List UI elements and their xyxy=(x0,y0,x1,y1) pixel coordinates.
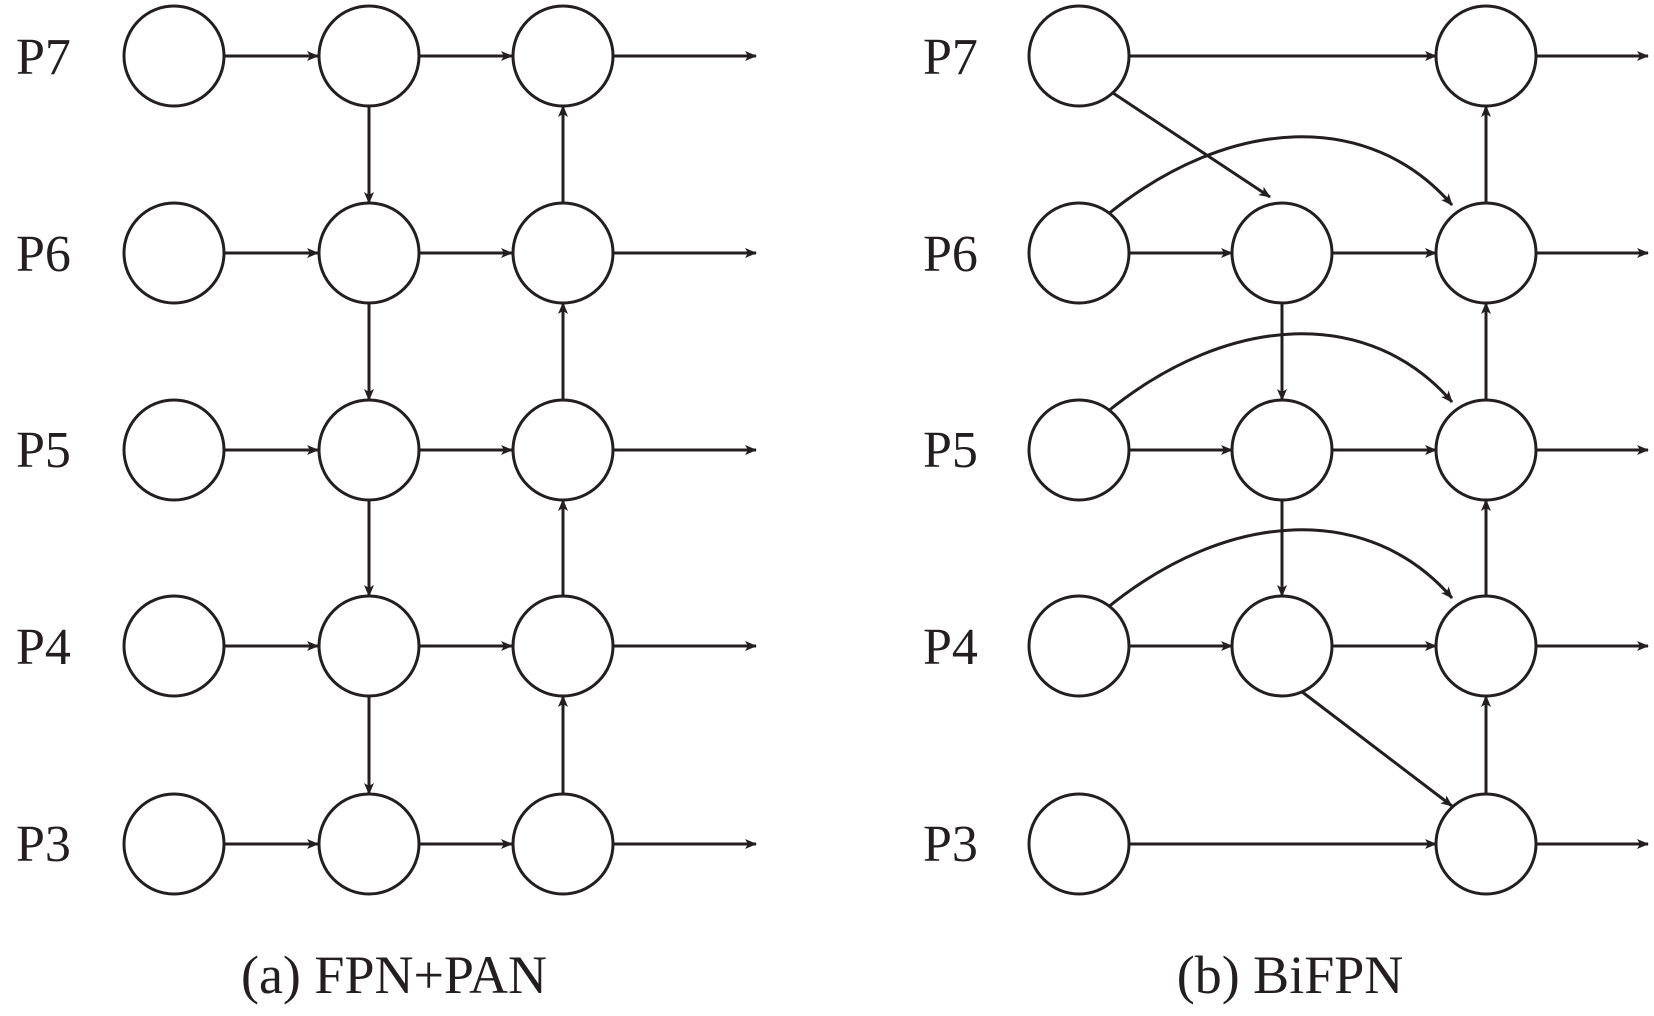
edge xyxy=(1296,686,1453,808)
level-label-p7: P7 xyxy=(16,29,71,86)
node xyxy=(122,792,226,896)
node xyxy=(1027,4,1131,108)
node xyxy=(511,398,615,502)
edge xyxy=(1106,332,1454,414)
node xyxy=(317,594,421,698)
node xyxy=(511,201,615,305)
node xyxy=(511,594,615,698)
node xyxy=(122,398,226,502)
node xyxy=(1434,201,1538,305)
edge xyxy=(1106,135,1454,217)
node xyxy=(1027,398,1131,502)
node xyxy=(1027,792,1131,896)
level-label-p5: P5 xyxy=(16,422,71,479)
level-label-p6: P6 xyxy=(16,226,71,283)
level-label-p7: P7 xyxy=(923,29,978,86)
node xyxy=(1230,594,1334,698)
node xyxy=(511,4,615,108)
node xyxy=(122,4,226,108)
bifpn-edges xyxy=(1106,51,1649,849)
node xyxy=(1434,792,1538,896)
level-label-p4: P4 xyxy=(16,619,71,676)
node xyxy=(317,398,421,502)
node xyxy=(317,792,421,896)
node xyxy=(1027,594,1131,698)
node xyxy=(122,594,226,698)
node xyxy=(1027,201,1131,305)
level-label-p4: P4 xyxy=(923,619,978,676)
node xyxy=(1434,4,1538,108)
node xyxy=(122,201,226,305)
level-label-p5: P5 xyxy=(923,422,978,479)
panel-caption-bifpn: (b) BiFPN xyxy=(1177,945,1404,1005)
edge xyxy=(1106,528,1454,610)
node xyxy=(317,201,421,305)
node xyxy=(1230,201,1334,305)
level-label-p6: P6 xyxy=(923,226,978,283)
node xyxy=(1434,398,1538,502)
level-label-p3: P3 xyxy=(16,816,71,873)
edge xyxy=(1112,91,1271,199)
node xyxy=(1230,398,1334,502)
fpn-pan-edges xyxy=(224,51,757,849)
panel-bifpn: P7 P6 P5 P4 P3 xyxy=(923,4,1649,1005)
bifpn-nodes xyxy=(1027,4,1538,896)
node xyxy=(1434,594,1538,698)
panel-caption-fpn-pan: (a) FPN+PAN xyxy=(241,945,547,1005)
panel-fpn-pan: P7 P6 P5 P4 P3 xyxy=(16,4,757,1005)
fpn-pan-nodes xyxy=(122,4,615,896)
level-label-p3: P3 xyxy=(923,816,978,873)
node xyxy=(511,792,615,896)
node xyxy=(317,4,421,108)
